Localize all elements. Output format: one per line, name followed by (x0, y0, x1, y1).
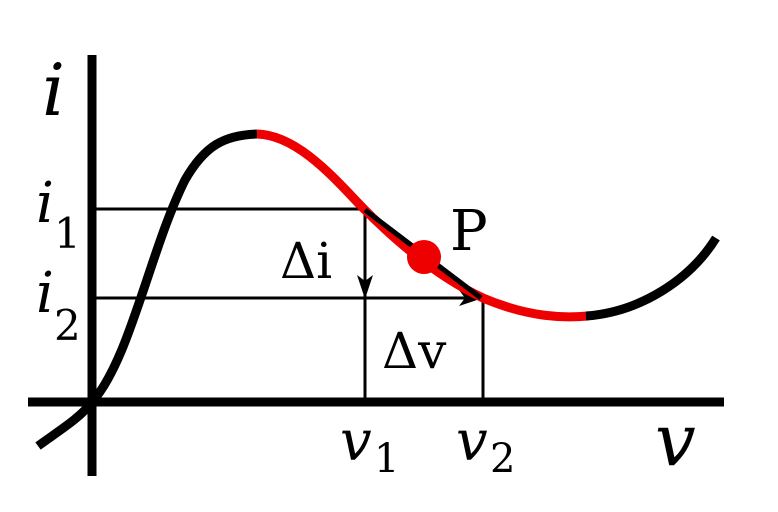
point-p-label: P (450, 199, 488, 264)
y-axis-label: i (42, 48, 65, 132)
delta-i-label: Δi (280, 232, 332, 290)
iv-curve-rising (585, 235, 720, 321)
v1-label: v (340, 409, 372, 474)
i2-subscript: 2 (54, 301, 81, 350)
operating-point-p (407, 240, 441, 274)
i2-label: i (36, 261, 54, 326)
i1-subscript: 1 (54, 209, 81, 258)
v1-subscript: 1 (374, 436, 399, 482)
iv-curve (35, 129, 258, 450)
v2-subscript: 2 (490, 436, 515, 482)
delta-v-label: Δv (382, 322, 447, 380)
x-axis-label: v (655, 398, 696, 482)
v2-label: v (456, 409, 488, 474)
i1-label: i (36, 171, 54, 236)
